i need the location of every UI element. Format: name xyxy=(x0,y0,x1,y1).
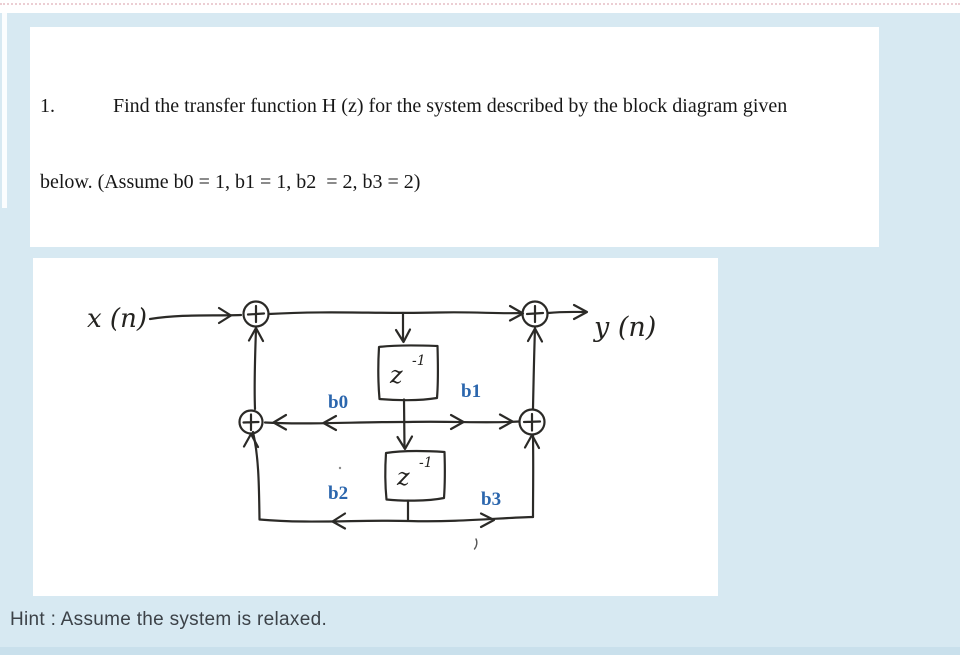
input-signal-label: x (n) xyxy=(87,304,147,334)
question-number: 1. xyxy=(40,94,55,117)
question-line-text: below. (Assume b0 = 1, b1 = 1, b2 = 2, b… xyxy=(40,171,421,194)
gain-b3-label: b3 xyxy=(481,489,501,510)
dotted-selection-border xyxy=(0,3,960,5)
block-diagram-svg: x (n) y (n) z -1 xyxy=(87,300,656,550)
top-signal-line xyxy=(267,311,524,316)
adder-middle-left xyxy=(238,409,264,435)
delay-block-1-exponent: -1 xyxy=(412,353,426,369)
delay-block-2: z -1 xyxy=(384,449,446,502)
delay-block-1-label: z xyxy=(389,361,403,389)
question-line-text: Find the transfer function H (z) for the… xyxy=(113,94,788,117)
up-arrowhead-icon xyxy=(523,433,541,450)
delay-block-1: z -1 xyxy=(377,344,440,402)
b1-branch-vertical-line xyxy=(531,326,537,410)
output-arrowhead-icon xyxy=(572,303,589,321)
adder-top-left xyxy=(242,300,270,328)
delay1-output-line xyxy=(402,398,406,450)
right-arrowhead-icon xyxy=(479,512,496,529)
gain-b2-label: b2 xyxy=(328,483,348,504)
output-signal-label: y (n) xyxy=(593,312,656,343)
down-arrowhead-icon xyxy=(396,435,414,451)
bottom-accent-band xyxy=(0,647,960,655)
delay-block-2-exponent: -1 xyxy=(419,455,433,471)
middle-signal-line xyxy=(263,420,521,425)
adder-middle-right xyxy=(518,408,546,436)
left-edge-sliver xyxy=(2,13,7,208)
question-number: 2. xyxy=(40,246,113,247)
up-arrowhead-icon xyxy=(247,326,265,343)
left-arrowhead-icon xyxy=(331,512,347,530)
question-text-image: 1. Find the transfer function H (z) for t… xyxy=(30,27,879,247)
hint-text: Hint : Assume the system is relaxed. xyxy=(10,609,328,630)
up-arrowhead-icon xyxy=(526,327,544,343)
left-arrowhead-icon xyxy=(322,414,338,432)
input-arrowhead-icon xyxy=(217,306,233,325)
left-feed-vertical-line xyxy=(251,430,261,521)
output-arrow-line xyxy=(546,310,586,315)
right-arrowhead-icon xyxy=(449,413,465,431)
block-diagram-image: x (n) y (n) z -1 xyxy=(33,258,718,596)
down-arrowhead-icon xyxy=(394,328,412,344)
delay-block-2-label: z xyxy=(396,463,410,491)
gain-b0-label: b0 xyxy=(328,392,348,413)
b0-branch-vertical-line xyxy=(253,327,258,411)
question-line: below. (Assume b0 = 1, b1 = 1, b2 = 2, b… xyxy=(40,170,787,195)
top-white-strip xyxy=(0,0,960,13)
question-line: 2.Write the difference equation for the … xyxy=(40,246,787,247)
question-line: 1. Find the transfer function H (z) for t… xyxy=(40,94,787,119)
adder-top-right xyxy=(521,300,549,328)
question-text-block: 1. Find the transfer function H (z) for t… xyxy=(40,43,787,247)
left-arrowhead-icon xyxy=(272,413,288,431)
gain-b1-label: b1 xyxy=(461,381,481,402)
scan-comma-mark xyxy=(473,538,478,550)
bottom-signal-line xyxy=(258,515,535,523)
right-arrowhead-icon xyxy=(498,413,514,430)
scan-speck xyxy=(338,466,342,470)
